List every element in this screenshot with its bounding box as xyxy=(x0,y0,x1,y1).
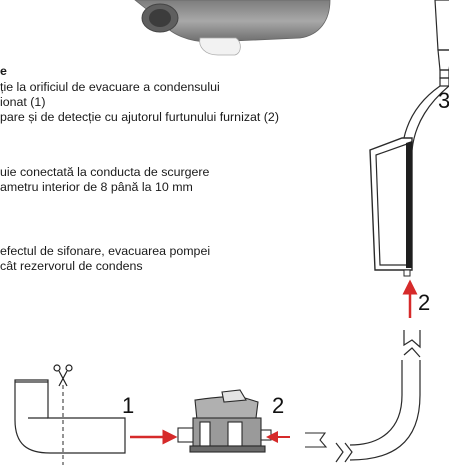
top-hose-assembly xyxy=(401,0,449,151)
instruction-line-2: ionat (1) xyxy=(0,95,46,109)
instruction-line-5: ametru interior de 8 până la 10 mm xyxy=(0,180,193,194)
mini-pump xyxy=(177,389,272,453)
heading-fragment: e xyxy=(0,64,7,78)
callout-2-right: 2 xyxy=(418,290,431,315)
callout-3: 3 xyxy=(438,88,449,113)
callout-1: 1 xyxy=(122,393,135,418)
callout-2-bottom: 2 xyxy=(272,393,285,418)
instruction-line-6: efectul de sifonare, evacuarea pompei xyxy=(0,244,211,258)
instruction-line-7: cât rezervorul de condens xyxy=(0,259,143,273)
scissors-icon xyxy=(53,364,73,387)
elbow-pipe xyxy=(14,379,126,454)
condensate-pump-unit xyxy=(369,137,413,277)
drain-hose-right xyxy=(335,330,421,463)
instruction-line-3: pare și de detecție cu ajutorul furtunul… xyxy=(0,110,279,124)
instruction-line-4: uie conectată la conducta de scurgere xyxy=(0,165,210,179)
hose-stub xyxy=(305,432,328,448)
instruction-line-1: ție la orificiul de evacuare a condensul… xyxy=(0,80,220,94)
pump-outlet-image xyxy=(134,0,331,56)
